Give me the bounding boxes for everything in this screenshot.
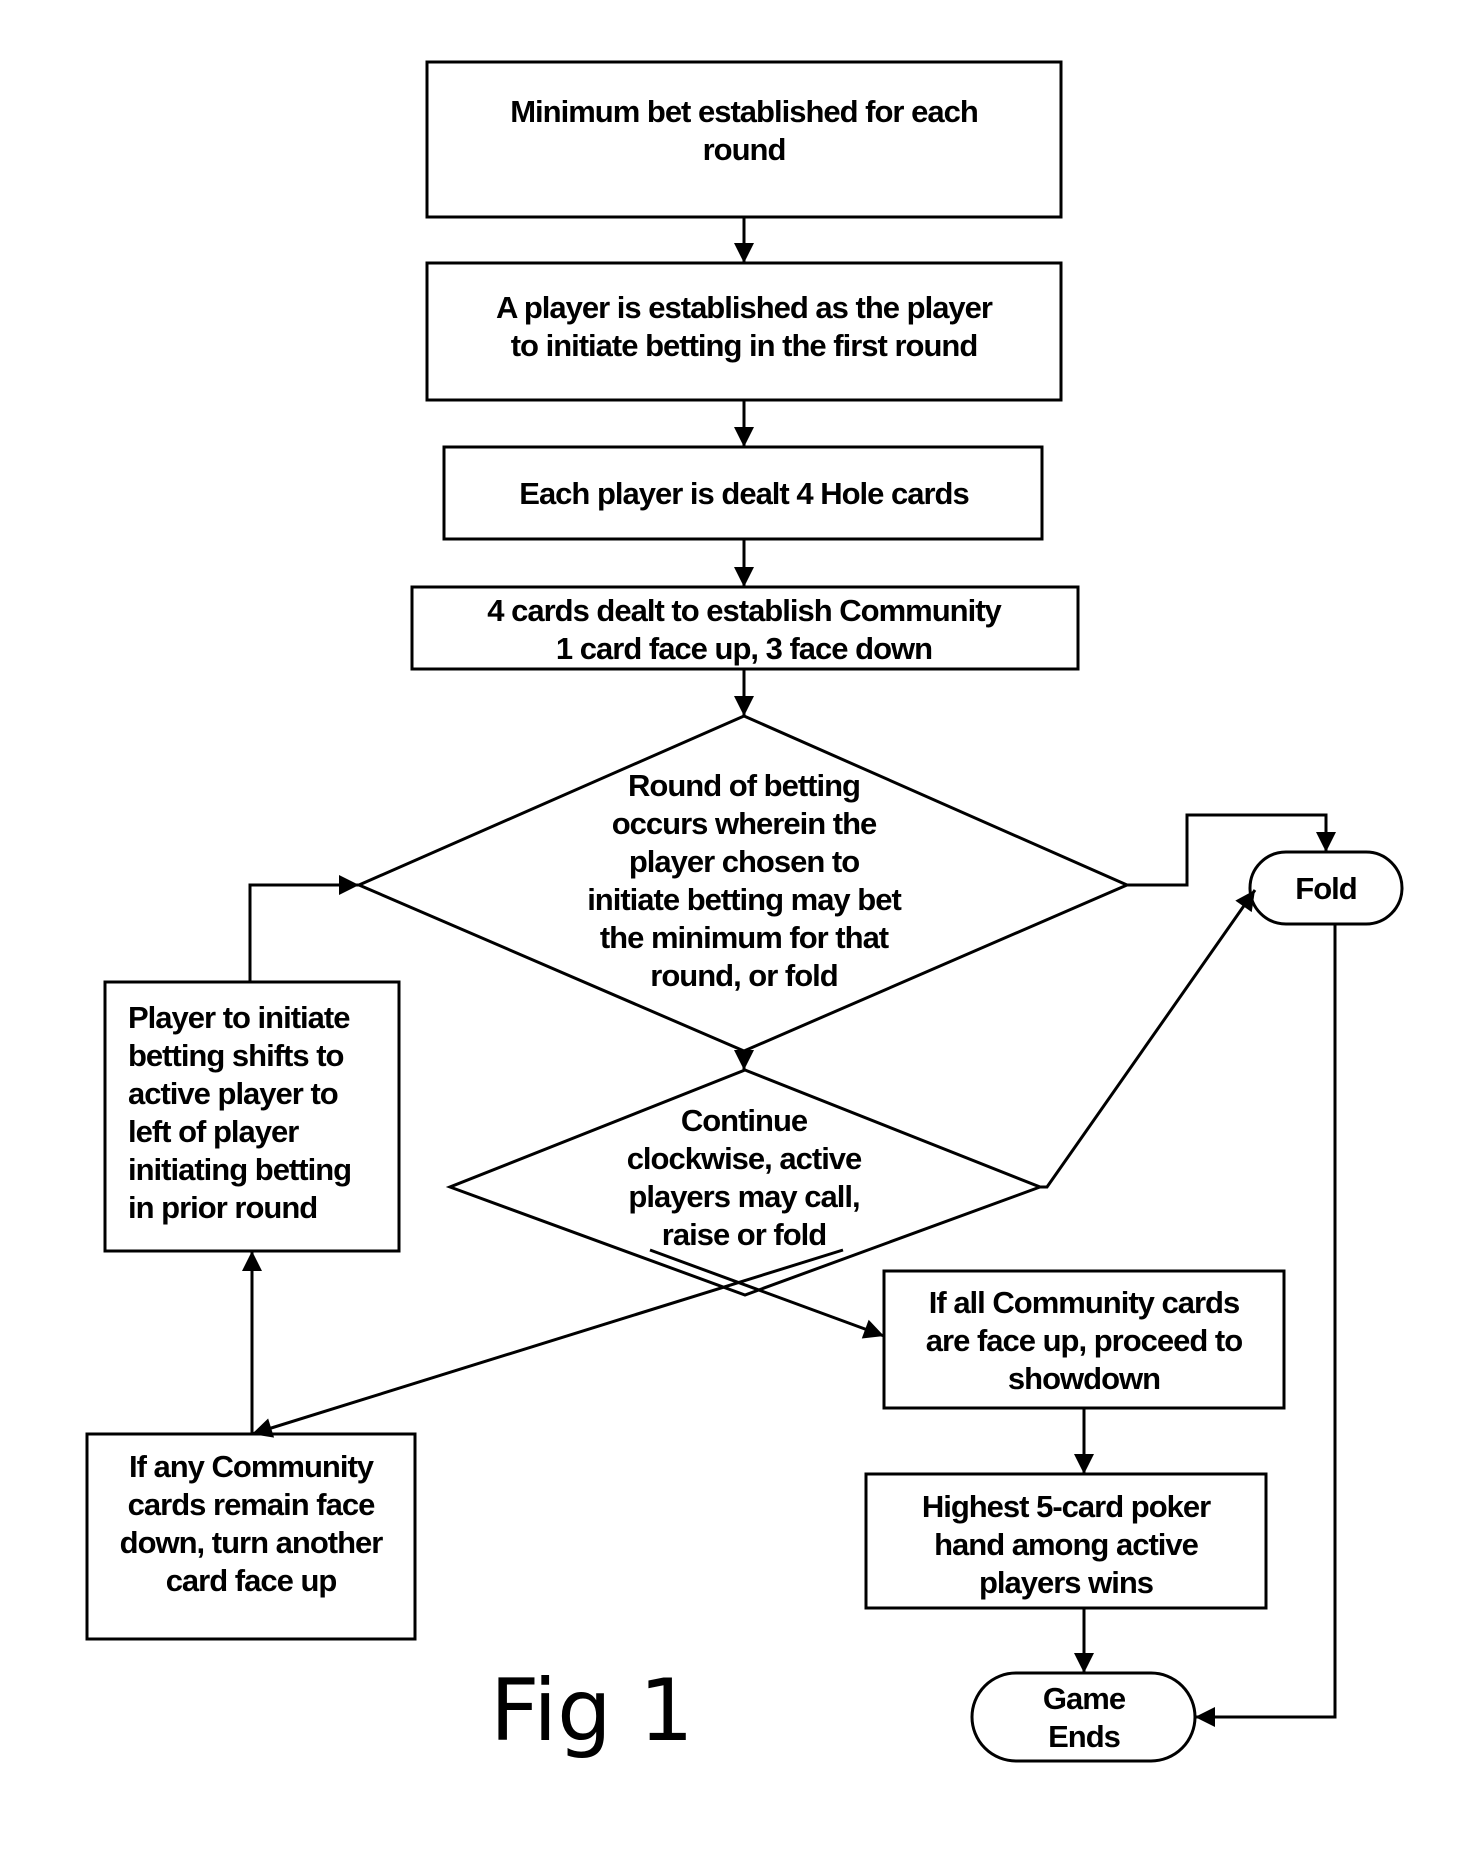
turn-card-line: cards remain face	[128, 1487, 375, 1522]
hole-cards-line: Each player is dealt 4 Hole cards	[519, 476, 968, 511]
arrow-shift-betting	[250, 885, 359, 982]
arrow-initiator-holecards-head	[734, 427, 754, 447]
shift-initiator-line: Player to initiate	[128, 1000, 350, 1035]
arrow-community-betting-head	[734, 696, 754, 716]
arrow-continue-fold-head	[1235, 890, 1255, 912]
showdown-line: If all Community cards	[929, 1285, 1239, 1320]
community-line: 1 card face up, 3 face down	[556, 631, 932, 666]
hole-cards-label: Each player is dealt 4 Hole cards	[519, 476, 968, 511]
min-bet-line: Minimum bet established for each	[510, 94, 978, 129]
arrow-turncard-shift-head	[242, 1251, 262, 1271]
betting-round-line: round, or fold	[650, 958, 837, 993]
betting-round-line: initiate betting may bet	[587, 882, 901, 917]
winner-line: players wins	[979, 1565, 1153, 1600]
fold-label: Fold	[1295, 871, 1356, 906]
arrow-minbet-initiator-head	[734, 243, 754, 263]
showdown-line: showdown	[1008, 1361, 1160, 1396]
showdown-line: are face up, proceed to	[926, 1323, 1242, 1358]
arrow-showdown-winner-head	[1074, 1454, 1094, 1474]
winner-line: Highest 5-card poker	[922, 1489, 1211, 1524]
turn-card-line: down, turn another	[120, 1525, 384, 1560]
arrow-betting-continue-head	[734, 1050, 754, 1070]
arrow-betting-fold-head	[1316, 832, 1336, 852]
turn-card-line: card face up	[166, 1563, 337, 1598]
continue-line: players may call,	[628, 1179, 859, 1214]
initiator-line: to initiate betting in the first round	[511, 328, 978, 363]
arrow-continue-turncard	[252, 1250, 843, 1434]
continue-line: clockwise, active	[627, 1141, 862, 1176]
shift-initiator-line: in prior round	[128, 1190, 317, 1225]
community-line: 4 cards dealt to establish Community	[487, 593, 1002, 628]
betting-round-line: the minimum for that	[600, 920, 889, 955]
game-ends-line: Ends	[1048, 1719, 1120, 1754]
shift-initiator-line: active player to	[128, 1076, 338, 1111]
arrow-winner-gameends-head	[1074, 1653, 1094, 1673]
betting-round-line: occurs wherein the	[612, 806, 877, 841]
betting-round-line: player chosen to	[629, 844, 859, 879]
winner-line: hand among active	[934, 1527, 1199, 1562]
arrow-shift-betting-head	[339, 875, 359, 895]
initiator-line: A player is established as the player	[496, 290, 993, 325]
game-ends-line: Game	[1043, 1681, 1126, 1716]
continue-line: raise or fold	[662, 1217, 826, 1252]
shift-initiator-line: betting shifts to	[128, 1038, 344, 1073]
shift-initiator-line: left of player	[128, 1114, 299, 1149]
continue-line: Continue	[681, 1103, 808, 1138]
arrow-continue-fold	[1040, 890, 1255, 1187]
arrow-fold-gameends-head	[1195, 1707, 1215, 1727]
fold-line: Fold	[1295, 871, 1356, 906]
min-bet-line: round	[703, 132, 786, 167]
shift-initiator-line: initiating betting	[128, 1152, 351, 1187]
turn-card-line: If any Community	[129, 1449, 375, 1484]
betting-round-line: Round of betting	[628, 768, 860, 803]
arrow-holecards-community-head	[734, 567, 754, 587]
figure-label: Fig 1	[490, 1661, 694, 1761]
node-labels: Minimum bet established for eachround A p…	[120, 94, 1357, 1754]
